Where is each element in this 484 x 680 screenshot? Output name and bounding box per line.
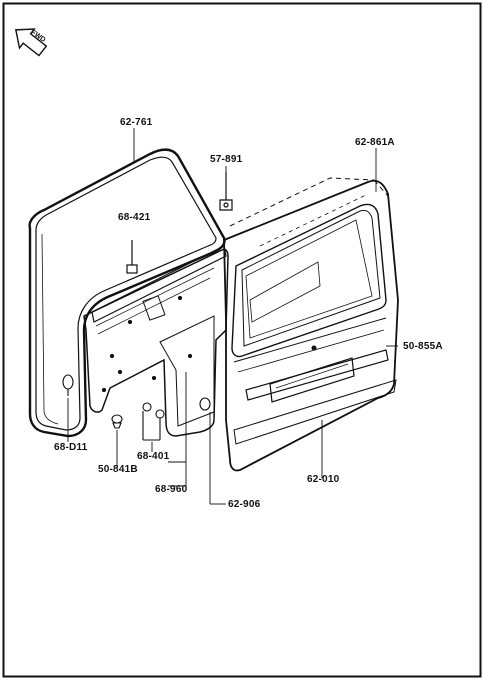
label-50-855A: 50-855A: [403, 341, 443, 352]
weatherstrip-seal: [28, 148, 226, 438]
trim-panel: [83, 245, 229, 437]
label-50-841B: 50-841B: [98, 464, 138, 475]
fastener-clips: [62, 374, 211, 441]
label-68-401: 68-401: [137, 451, 170, 462]
label-68-421: 68-421: [118, 212, 151, 223]
forward-arrow-icon: [14, 28, 48, 57]
label-68-D11: 68-D11: [54, 442, 88, 453]
trim-clip-top: [126, 240, 138, 274]
label-62-861A: 62-861A: [355, 137, 395, 148]
liftgate-panel: [223, 177, 399, 472]
label-62-761: 62-761: [120, 117, 153, 128]
label-68-960: 68-960: [155, 484, 188, 495]
leader-lines: [67, 128, 398, 505]
label-62-010: 62-010: [307, 474, 340, 485]
stay-bolt: [219, 172, 233, 211]
label-62-906: 62-906: [228, 499, 261, 510]
label-57-891: 57-891: [210, 154, 243, 165]
